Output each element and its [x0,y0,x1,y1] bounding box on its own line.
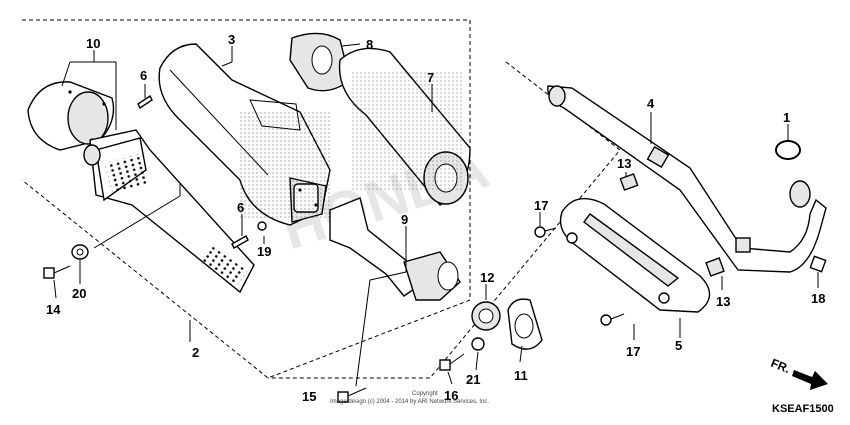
callout-16: 16 [444,388,458,403]
callout-7: 7 [427,70,434,85]
callout-21: 21 [466,372,480,387]
clip-13b [705,257,725,277]
nut-18 [809,255,827,273]
rivet-6b [231,235,249,249]
callout-15: 15 [302,389,316,404]
end-cap-part[interactable] [27,81,115,151]
callout-19: 19 [257,244,271,259]
copyright-line1: Copyright [412,391,438,397]
callout-1: 1 [783,110,790,125]
callout-labels: 1 2 3 4 5 6 6 7 8 9 10 11 12 13 13 14 15… [46,32,825,404]
callout-14: 14 [46,302,61,317]
muffler-shell-part[interactable] [158,43,331,226]
fasteners[interactable] [43,94,827,403]
callout-13b: 13 [716,294,730,309]
silencer-body-part[interactable] [338,47,471,206]
callout-9: 9 [401,212,408,227]
callout-6b: 6 [237,200,244,215]
callout-17b: 17 [626,344,640,359]
callout-20: 20 [72,286,86,301]
callout-4: 4 [647,96,655,111]
callout-2: 2 [192,345,199,360]
diagram-code: KSEAF1500 [772,403,834,415]
bolt-14 [43,265,71,279]
washer-21 [471,337,485,351]
clip-13a [619,173,639,191]
front-direction-indicator: FR. [769,356,828,390]
clamp-part[interactable] [507,298,543,350]
callout-5: 5 [675,338,682,353]
bolt-16 [439,353,465,371]
gasket-part[interactable] [471,301,501,331]
copyright-line2: Image design (c) 2004 - 2014 by ARI Netw… [330,399,489,405]
heat-guard-part[interactable] [559,197,711,313]
bolt-15 [337,387,367,403]
callout-12: 12 [480,270,494,285]
callout-3: 3 [228,32,235,47]
bolt-17b [600,313,625,326]
callout-6a: 6 [140,68,147,83]
bolt-17a [534,226,557,238]
copyright-notice: Copyright Image design (c) 2004 - 2014 b… [330,391,489,405]
washer-19 [257,221,267,231]
leader-lines [53,43,819,387]
front-direction-label: FR. [769,356,792,376]
front-arrow-icon [792,370,828,390]
callout-18: 18 [811,291,825,306]
packing-part[interactable] [289,32,351,92]
rivet-6a [137,94,153,110]
tailpipe-insert-part[interactable] [83,129,255,294]
callout-13a: 13 [617,156,631,171]
washer-20 [71,244,89,260]
exhaust-pipe-part[interactable] [547,85,827,273]
callout-10: 10 [86,36,100,51]
exhaust-gasket-part[interactable] [775,140,801,160]
callout-11: 11 [514,368,528,383]
callout-17a: 17 [534,198,548,213]
joint-pipe-part[interactable] [329,197,461,301]
callout-8: 8 [366,37,373,52]
